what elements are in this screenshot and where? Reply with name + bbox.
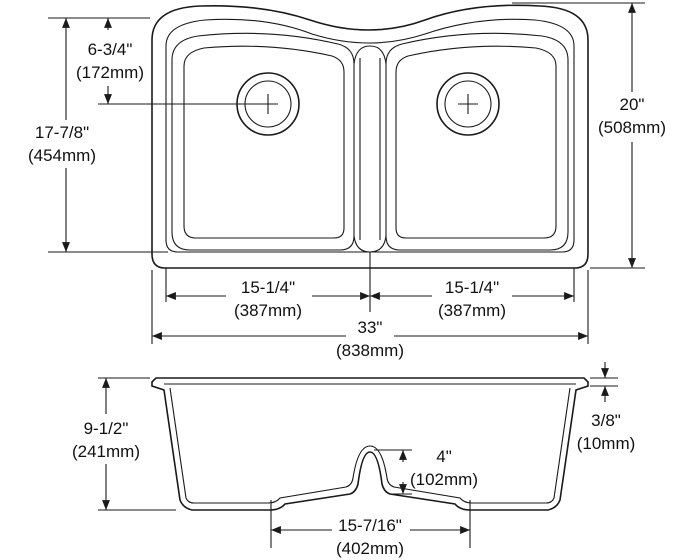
- dim-bowl-length: 17-7/8" (454mm): [28, 18, 168, 253]
- dim-drain-spacing: 15-7/16" (402mm): [270, 500, 471, 558]
- top-view: [151, 4, 589, 312]
- bowl-length-mm-label: (454mm): [28, 146, 96, 165]
- offset-mm-label: (172mm): [76, 63, 144, 82]
- dim-bowl-width: 15-1/4" (387mm) 15-1/4" (387mm): [165, 268, 575, 320]
- left-width-in-label: 15-1/4": [241, 278, 295, 297]
- divider-in-label: 4": [436, 447, 452, 466]
- left-bowl-floor: [183, 45, 345, 239]
- right-bowl-outline: [385, 32, 569, 251]
- rim-in-label: 3/8": [591, 411, 621, 430]
- dim-divider-height: 4" (102mm): [374, 447, 478, 495]
- dim-overall-width: 33" (838mm): [151, 270, 589, 360]
- rim-mm-label: (10mm): [577, 434, 636, 453]
- overall-length-in-label: 20": [620, 95, 645, 114]
- right-bowl-floor: [395, 45, 557, 239]
- right-width-mm-label: (387mm): [438, 301, 506, 320]
- offset-in-label: 6-3/4": [88, 40, 133, 59]
- drain-spacing-in-label: 15-7/16": [338, 516, 402, 535]
- sink-side-inner: [169, 387, 571, 504]
- center-divider: [353, 45, 387, 253]
- dim-depth: 9-1/2" (241mm): [72, 377, 176, 511]
- bowl-length-in-label: 17-7/8": [35, 123, 89, 142]
- overall-length-mm-label: (508mm): [598, 118, 666, 137]
- sink-outer-rim: [151, 4, 589, 269]
- side-view: [151, 377, 589, 511]
- drain-spacing-mm-label: (402mm): [336, 539, 404, 558]
- dim-offset: 6-3/4" (172mm): [48, 17, 262, 105]
- dim-rim-thickness: 3/8" (10mm): [577, 362, 636, 453]
- overall-width-in-label: 33": [358, 318, 383, 337]
- left-width-mm-label: (387mm): [234, 301, 302, 320]
- overall-width-mm-label: (838mm): [336, 341, 404, 360]
- sink-side-profile: [151, 377, 589, 511]
- right-width-in-label: 15-1/4": [445, 278, 499, 297]
- sink-inner-flange: [165, 18, 575, 253]
- depth-mm-label: (241mm): [72, 442, 140, 461]
- dim-overall-length: 20" (508mm): [512, 2, 666, 269]
- divider-mm-label: (102mm): [410, 470, 478, 489]
- left-bowl-outline: [171, 32, 355, 251]
- depth-in-label: 9-1/2": [84, 419, 129, 438]
- right-drain-icon: [436, 72, 500, 136]
